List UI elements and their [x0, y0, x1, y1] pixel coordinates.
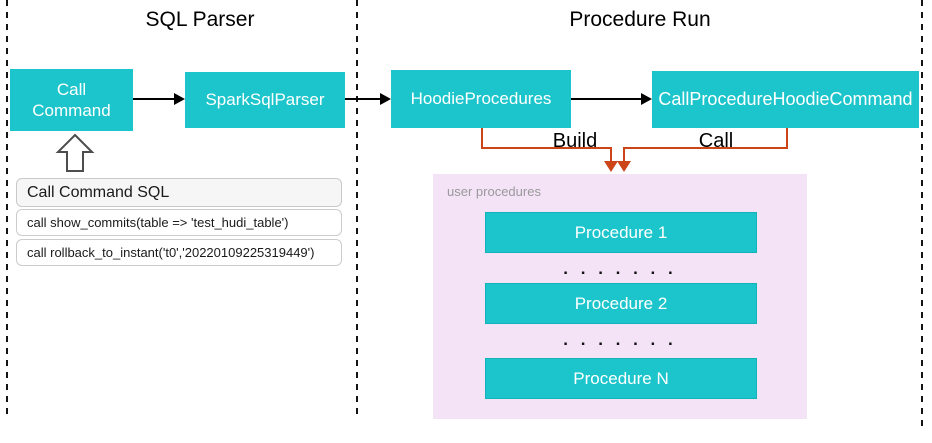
spark-sql-parser-node: SparkSqlParser	[185, 72, 345, 128]
user-procedures-panel: user procedures Procedure 1 . . . . . . …	[433, 174, 807, 419]
call-connector-vertical-line	[786, 128, 788, 149]
procedure-run-section-title: Procedure Run	[569, 8, 711, 31]
procedure-n-label: Procedure N	[573, 368, 669, 388]
call-procedure-hoodie-command-label: CallProcedureHoodieCommand	[658, 89, 913, 110]
spark-sql-parser-label: SparkSqlParser	[205, 90, 325, 110]
procedure-1-label: Procedure 1	[574, 222, 668, 242]
procedure-2-node: Procedure 2	[485, 283, 757, 324]
build-connector-vertical-line	[481, 128, 483, 149]
call-connector-horizontal-line	[623, 147, 788, 149]
arrow-parser-to-procedures-head-icon	[380, 93, 391, 105]
arrow-parser-to-procedures-line	[345, 98, 380, 100]
section-divider-middle-dashed-line	[356, 0, 358, 418]
arrow-call-command-to-parser-head-icon	[174, 93, 185, 105]
hoodie-procedures-node: HoodieProcedures	[391, 70, 571, 128]
sql-parser-section-title: SQL Parser	[145, 8, 255, 31]
build-connector-drop-line	[610, 149, 612, 162]
arrow-procedures-to-command-head-icon	[641, 93, 652, 105]
section-border-right-dashed-line	[921, 0, 923, 430]
sql-row-show-commits: call show_commits(table => 'test_hudi_ta…	[16, 209, 342, 236]
arrow-procedures-to-command-line	[571, 98, 641, 100]
sql-panel-header: Call Command SQL	[16, 178, 342, 207]
procedure-1-node: Procedure 1	[485, 212, 757, 253]
build-connector-horizontal-line	[481, 147, 612, 149]
hoodie-procedures-label: HoodieProcedures	[410, 89, 552, 109]
block-arrow-up-icon	[55, 133, 95, 172]
call-command-node: Call Command	[10, 69, 133, 131]
call-command-sql-panel: Call Command SQL call show_commits(table…	[16, 178, 342, 269]
call-connector-drop-line	[623, 149, 625, 162]
call-command-label: Call Command	[32, 79, 111, 120]
dots-separator: . . . . . . .	[563, 330, 677, 349]
call-edge-label: Call	[698, 130, 734, 152]
procedure-2-label: Procedure 2	[574, 293, 668, 313]
arrow-call-command-to-parser-line	[133, 98, 174, 100]
procedure-n-node: Procedure N	[485, 358, 757, 399]
call-arrow-down-icon	[617, 161, 631, 172]
call-procedure-hoodie-command-node: CallProcedureHoodieCommand	[652, 71, 919, 128]
user-procedures-label: user procedures	[447, 184, 541, 199]
build-edge-label: Build	[552, 130, 598, 152]
build-arrow-down-icon	[604, 161, 618, 172]
sql-row-rollback-to-instant: call rollback_to_instant('t0','202201092…	[16, 239, 342, 266]
section-border-left-dashed-line	[6, 0, 8, 418]
dots-separator: . . . . . . .	[563, 259, 677, 278]
